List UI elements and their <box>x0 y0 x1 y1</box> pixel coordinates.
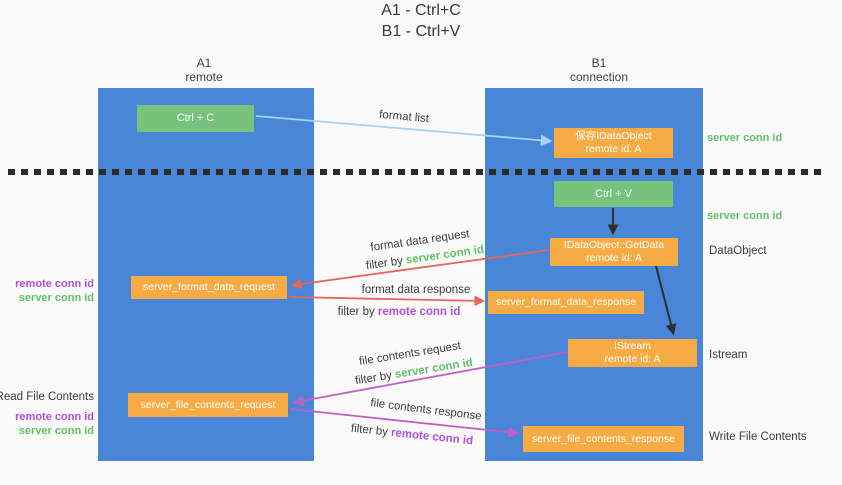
page-title: A1 - Ctrl+C B1 - Ctrl+V <box>0 0 842 42</box>
label-server-conn-id-top: server conn id <box>707 132 783 144</box>
lane-b1-title: B1 <box>591 56 607 70</box>
flow-label-format-response-filter: filter by remote conn id <box>338 306 461 318</box>
label-file-server-conn-id: server conn id <box>18 425 94 437</box>
session-divider-line <box>8 169 826 175</box>
node-save-dataobject-line2: remote id: A <box>585 143 642 155</box>
node-server-format-data-response: server_format_data_response <box>488 291 644 314</box>
label-format-server-conn-id: server conn id <box>18 292 94 304</box>
title-line-2: B1 - Ctrl+V <box>381 23 461 40</box>
flow-label-format-data-response: format data response <box>361 284 471 296</box>
flow-label-format-response-filter-key: remote conn id <box>377 306 461 318</box>
node-ctrl-c: Ctrl + C <box>137 105 254 132</box>
lane-b1-header: B1 connection <box>539 56 659 84</box>
label-write-file-contents: Write File Contents <box>709 431 807 443</box>
node-server-file-contents-request: server_file_contents_request <box>128 393 288 417</box>
node-server-format-data-request-label: server_format_data_request <box>143 281 275 293</box>
node-ctrl-v: Ctrl + V <box>554 181 673 207</box>
node-getdata-line2: remote id: A <box>585 252 643 264</box>
lane-a1-title: A1 <box>196 56 212 70</box>
node-save-dataobject-line1: 保存IDataObject <box>575 130 652 142</box>
node-getdata-line1: IDataObject::GetData <box>563 239 665 251</box>
label-format-remote-conn-id: remote conn id <box>15 278 94 290</box>
node-ctrl-c-label: Ctrl + C <box>176 112 215 124</box>
label-read-file-contents: Read File Contents <box>0 391 94 403</box>
label-server-conn-id-mid: server conn id <box>707 210 783 222</box>
node-server-format-data-response-label: server_format_data_response <box>495 296 637 308</box>
flow-label-format-response-filter-prefix: filter by <box>337 306 378 318</box>
flow-label-file-response-filter-prefix: filter by <box>350 422 392 439</box>
flow-label-file-request-filter-prefix: filter by <box>354 369 396 388</box>
label-istream: Istream <box>709 349 748 361</box>
node-istream: IStream remote id: A <box>568 339 697 367</box>
node-istream-line1: IStream <box>614 340 651 352</box>
title-line-1: A1 - Ctrl+C <box>381 2 461 19</box>
node-server-format-data-request: server_format_data_request <box>131 276 287 299</box>
flow-label-format-request-filter-prefix: filter by <box>365 254 407 273</box>
node-getdata: IDataObject::GetData remote id: A <box>550 238 678 266</box>
node-istream-line2: remote id: A <box>604 353 661 365</box>
node-ctrl-v-label: Ctrl + V <box>595 187 632 200</box>
label-file-remote-conn-id: remote conn id <box>15 411 94 423</box>
node-save-dataobject: 保存IDataObject remote id: A <box>554 128 673 158</box>
flow-label-format-list: format list <box>378 108 430 126</box>
label-dataobject: DataObject <box>709 245 767 257</box>
lane-a1-header: A1 remote <box>144 56 264 84</box>
node-server-file-contents-response-label: server_file_contents_response <box>531 432 675 445</box>
flow-label-file-response-filter-key: remote conn id <box>390 426 474 448</box>
arrow-format-data-response <box>288 295 486 307</box>
node-server-file-contents-response: server_file_contents_response <box>523 426 684 452</box>
lane-a1-subtitle: remote <box>185 70 223 84</box>
flow-label-file-response-filter: filter by remote conn id <box>350 423 473 448</box>
node-server-file-contents-request-label: server_file_contents_request <box>140 398 276 411</box>
flow-label-file-contents-response: file contents response <box>369 397 483 423</box>
lane-b1-subtitle: connection <box>569 70 629 84</box>
